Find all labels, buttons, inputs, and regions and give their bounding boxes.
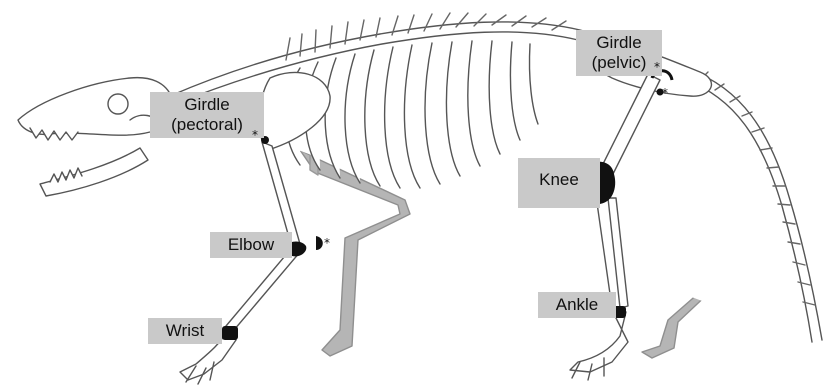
spine (170, 22, 822, 342)
label-knee: Knee (518, 158, 600, 208)
label-girdle-pelvic-line2: (pelvic) (582, 53, 656, 73)
elbow-marker (316, 236, 323, 250)
wrist-joint (222, 326, 238, 340)
label-girdle-pectoral: Girdle (pectoral) (150, 92, 264, 138)
label-ankle-text: Ankle (544, 295, 610, 315)
asterisk-hip-upper: * (654, 60, 660, 74)
label-wrist-text: Wrist (154, 321, 216, 341)
label-ankle: Ankle (538, 292, 616, 318)
asterisk-hip-lower: * (662, 86, 668, 100)
label-girdle-pelvic: Girdle (pelvic) (576, 30, 662, 76)
label-elbow-text: Elbow (216, 235, 286, 255)
asterisk-shoulder: * (252, 128, 258, 142)
label-elbow: Elbow (210, 232, 292, 258)
asterisk-elbow: * (324, 236, 330, 250)
label-knee-text: Knee (524, 158, 594, 202)
near-forelimb (180, 142, 300, 384)
label-girdle-pelvic-line1: Girdle (582, 33, 656, 53)
label-girdle-pectoral-line2: (pectoral) (156, 115, 258, 135)
label-wrist: Wrist (148, 318, 222, 344)
label-girdle-pectoral-line1: Girdle (156, 95, 258, 115)
